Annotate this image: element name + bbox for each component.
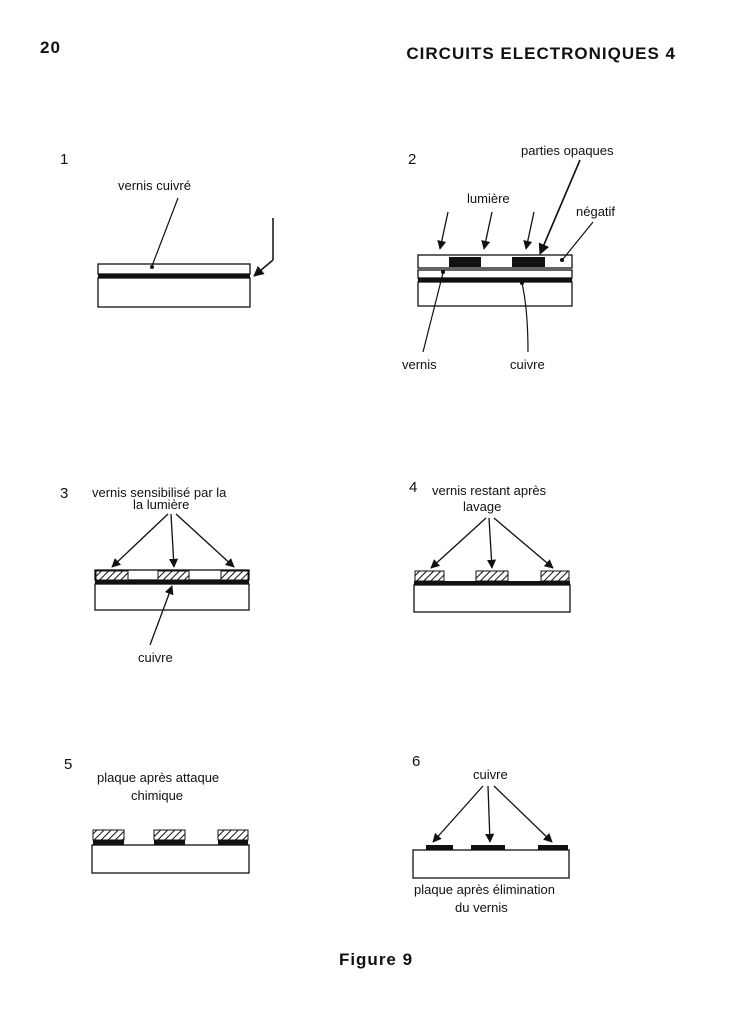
panel-6: 6 cuivre plaque après élimination du ver… (412, 753, 570, 915)
panel-4-varnish-block-3 (540, 570, 570, 582)
panel-5-varnish-block-3 (217, 829, 249, 841)
panel-4-varnish-block-1 (414, 570, 445, 582)
panel-5-substrate (91, 844, 250, 874)
panel-2-opaque-part-1 (449, 257, 481, 267)
panel-1-number: 1 (60, 151, 68, 168)
panel-2-number: 2 (408, 151, 416, 168)
panel-2-copper-dot (520, 281, 524, 285)
panel-1-copper-layer (98, 274, 250, 278)
panel-1-leader-line (151, 197, 179, 267)
panel-4-arrow-3 (493, 517, 554, 569)
panel-6-arrow-2 (485, 785, 495, 843)
panel-4-copper-layer (414, 581, 570, 585)
panel-3-label-sensitized-varnish: vernis sensibilisé par la (92, 485, 227, 500)
panel-2-varnish-dot (441, 270, 445, 274)
running-title: CIRCUITS ELECTRONIQUES 4 (406, 44, 676, 63)
panel-6-number: 6 (412, 753, 420, 770)
panel-2-copper-leader (521, 282, 529, 353)
panel-4: 4 vernis restant après lavage (409, 479, 571, 613)
panel-6-label-plate-after-removal: plaque après élimination (414, 882, 555, 897)
panel-3-substrate (94, 583, 250, 611)
panel-3-label-copper: cuivre (138, 650, 173, 665)
panel-5-copper-track-2 (154, 840, 185, 845)
panel-2-light-arrow-2 (481, 211, 493, 250)
panel-2-label-opaque-parts: parties opaques (521, 143, 614, 158)
panel-3-arrow-2 (168, 513, 179, 568)
panel-3-exposed-area-3 (220, 570, 249, 581)
panel-5-varnish-block-2 (153, 829, 186, 841)
panel-2-copper-layer (418, 278, 572, 282)
panel-6-substrate (412, 849, 570, 879)
page-number: 20 (40, 38, 61, 57)
panel-3-exposed-area-1 (95, 570, 129, 581)
panel-6-arrow-1 (432, 785, 484, 843)
panel-4-label-washing: lavage (463, 499, 501, 514)
panel-1-leader-dot (150, 265, 154, 269)
panel-5-copper-track-1 (93, 840, 124, 845)
panel-6-copper-track-2 (471, 845, 505, 850)
panel-4-label-remaining-varnish: vernis restant après (432, 483, 547, 498)
panel-2-light-arrow-1 (437, 211, 449, 250)
panel-4-substrate (413, 584, 571, 613)
panel-2: 2 parties opaques lumière négatif vernis… (402, 143, 615, 372)
panel-2-substrate (417, 281, 573, 307)
panel-2-label-copper: cuivre (510, 357, 545, 372)
panel-5-copper-track-3 (218, 840, 248, 845)
panel-6-arrow-3 (493, 785, 553, 843)
panel-1-substrate (97, 277, 251, 308)
panel-4-arrow-1 (430, 517, 487, 569)
panel-2-opaque-arrow (538, 159, 581, 256)
panel-6-copper-track-3 (538, 845, 568, 850)
panel-5-label-plate-after-etching: plaque après attaque (97, 770, 219, 785)
panel-2-negative-dot (560, 258, 564, 262)
panel-1: 1 vernis cuivré (60, 151, 274, 308)
figure-caption: Figure 9 (338, 950, 414, 969)
panel-3-label-light: la lumière (133, 497, 189, 512)
panel-4-varnish-block-2 (475, 570, 509, 582)
panel-3-arrow-1 (111, 513, 169, 568)
panel-2-varnish-leader (422, 272, 444, 353)
panel-6-copper-track-1 (426, 845, 453, 850)
panel-1-varnish-layer (97, 263, 251, 275)
panel-2-varnish-layer (417, 269, 573, 279)
panel-3-copper-arrow (149, 585, 174, 646)
panel-5-number: 5 (64, 756, 72, 773)
panel-5-varnish-block-1 (92, 829, 125, 841)
panel-2-label-varnish: vernis (402, 357, 437, 372)
panel-2-label-negative: négatif (576, 204, 615, 219)
panel-3-number: 3 (60, 485, 68, 502)
panel-3: 3 vernis sensibilisé par la la lumière c… (60, 485, 250, 665)
panel-2-negative-film (417, 254, 573, 269)
panel-2-label-light: lumière (467, 191, 510, 206)
panel-3-exposed-area-2 (157, 570, 190, 581)
panel-4-arrow-2 (486, 517, 497, 569)
panel-3-arrow-3 (175, 513, 235, 568)
panel-6-label-copper: cuivre (473, 767, 508, 782)
panel-4-number: 4 (409, 479, 417, 496)
panel-6-label-of-varnish: du vernis (455, 900, 508, 915)
panel-2-light-arrow-3 (523, 211, 535, 250)
panel-2-opaque-part-2 (512, 257, 545, 267)
panel-3-copper-layer (95, 580, 249, 584)
panel-1-label-varnish-copper: vernis cuivré (118, 178, 191, 193)
panel-5: 5 plaque après attaque chimique (64, 756, 250, 874)
panel-2-negative-leader (562, 221, 594, 260)
panel-5-label-chemical: chimique (131, 788, 183, 803)
panel-1-side-arrow (253, 259, 274, 277)
